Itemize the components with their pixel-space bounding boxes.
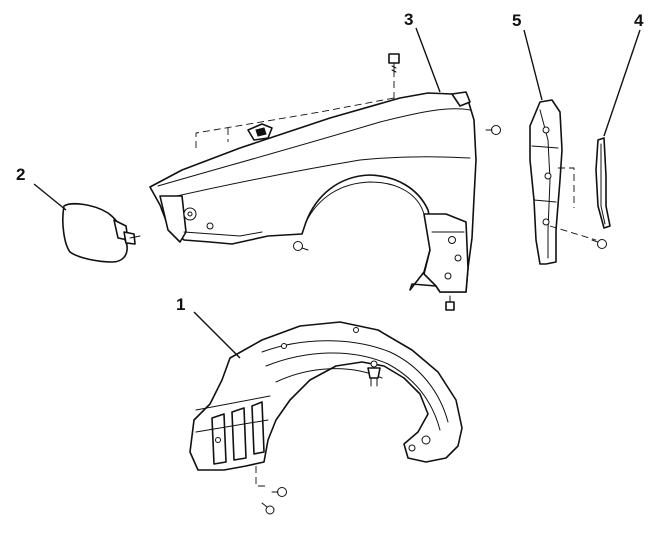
bolt-icon — [271, 487, 287, 497]
leader-line-5 — [523, 29, 543, 101]
fender-bracket — [529, 99, 597, 265]
bolt-icon — [293, 241, 309, 251]
callout-5: 5 — [512, 11, 521, 30]
callout-2: 2 — [16, 165, 25, 184]
bolt-icon — [445, 295, 455, 311]
weatherstrip — [595, 137, 611, 229]
bolt-icon — [261, 502, 275, 515]
leader-line-1 — [193, 311, 241, 359]
leader-line-3 — [415, 27, 441, 93]
bolt-icon — [388, 53, 400, 75]
bolt-icon — [591, 239, 607, 249]
bolt-icon — [485, 125, 501, 135]
clip-icon — [367, 360, 381, 387]
front-fender — [149, 70, 477, 293]
callout-1: 1 — [176, 295, 185, 314]
side-marker-lamp — [62, 203, 141, 263]
leader-line-2 — [33, 183, 67, 211]
inner-fender-liner — [189, 321, 463, 487]
callout-3: 3 — [404, 10, 413, 29]
callout-4: 4 — [634, 11, 644, 30]
leader-line-4 — [603, 29, 641, 137]
